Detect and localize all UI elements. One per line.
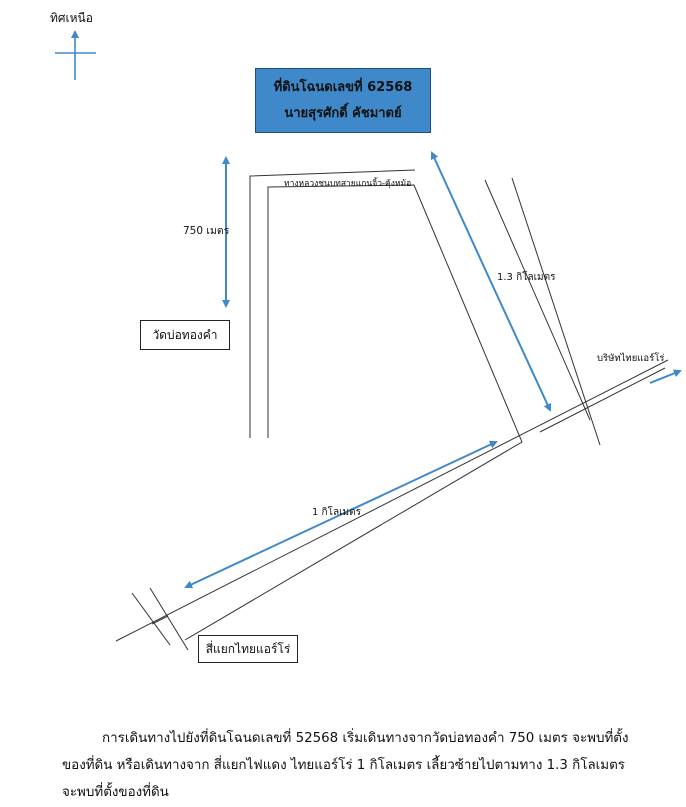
arrow-1km-lower (184, 514, 341, 589)
main-road-upper-edge (115, 359, 669, 642)
north-arrow-icon (55, 30, 96, 80)
company-label: บริษัทไทยแอร์โร่ (597, 353, 665, 364)
route-description: การเดินทางไปยังที่ดินโฉนดเลขที่ 52568 เร… (62, 725, 662, 806)
north-label: ทิศเหนือ (50, 11, 93, 25)
intersection-label: สี่แยกไทยแอร์โร่ (198, 635, 298, 663)
cross-road-edge-2 (149, 587, 189, 651)
distance-label-1-3km: 1.3 กิโลเมตร (497, 272, 556, 283)
route-map (55, 30, 682, 651)
cross-road-edge-1 (131, 592, 171, 646)
main-road-lower-edge-2 (539, 367, 666, 433)
right-road-edge-2 (511, 177, 601, 446)
distance-arrows (184, 151, 682, 589)
distance-label-750m: 750 เมตร (183, 225, 230, 237)
temple-label: วัดบ่อทองคำ (140, 320, 230, 350)
main-road-lower-edge (151, 615, 169, 625)
arrow-1-3km (430, 151, 491, 281)
local-road-left-edge (249, 169, 416, 438)
local-road-right-edge (184, 184, 523, 641)
road-network (115, 169, 669, 651)
arrow-1-3km-lower (489, 279, 552, 412)
arrow-company (649, 369, 682, 384)
land-deed-number: ที่ดินโฉนดเลขที่ 62568 (273, 79, 413, 95)
land-title-box: ที่ดินโฉนดเลขที่ 62568 นายสุรศักดิ์ คัชม… (255, 68, 431, 133)
road-name-label: ทางหลวงชนบทสายแกนจิ้ว-คุ้งหม้อ (284, 179, 412, 189)
description-line-3: จะพบที่ตั้งของที่ดิน (62, 785, 169, 800)
description-line-1: การเดินทางไปยังที่ดินโฉนดเลขที่ 52568 เร… (102, 731, 629, 746)
arrow-1km (339, 440, 498, 516)
distance-label-1km: 1 กิโลเมตร (312, 507, 361, 518)
land-owner-name: นายสุรศักดิ์ คัชมาตย์ (284, 105, 402, 121)
description-line-2: ของที่ดิน หรือเดินทางจาก สี่แยกไฟแดง ไทย… (62, 758, 625, 773)
right-road-edge-1 (484, 179, 591, 421)
